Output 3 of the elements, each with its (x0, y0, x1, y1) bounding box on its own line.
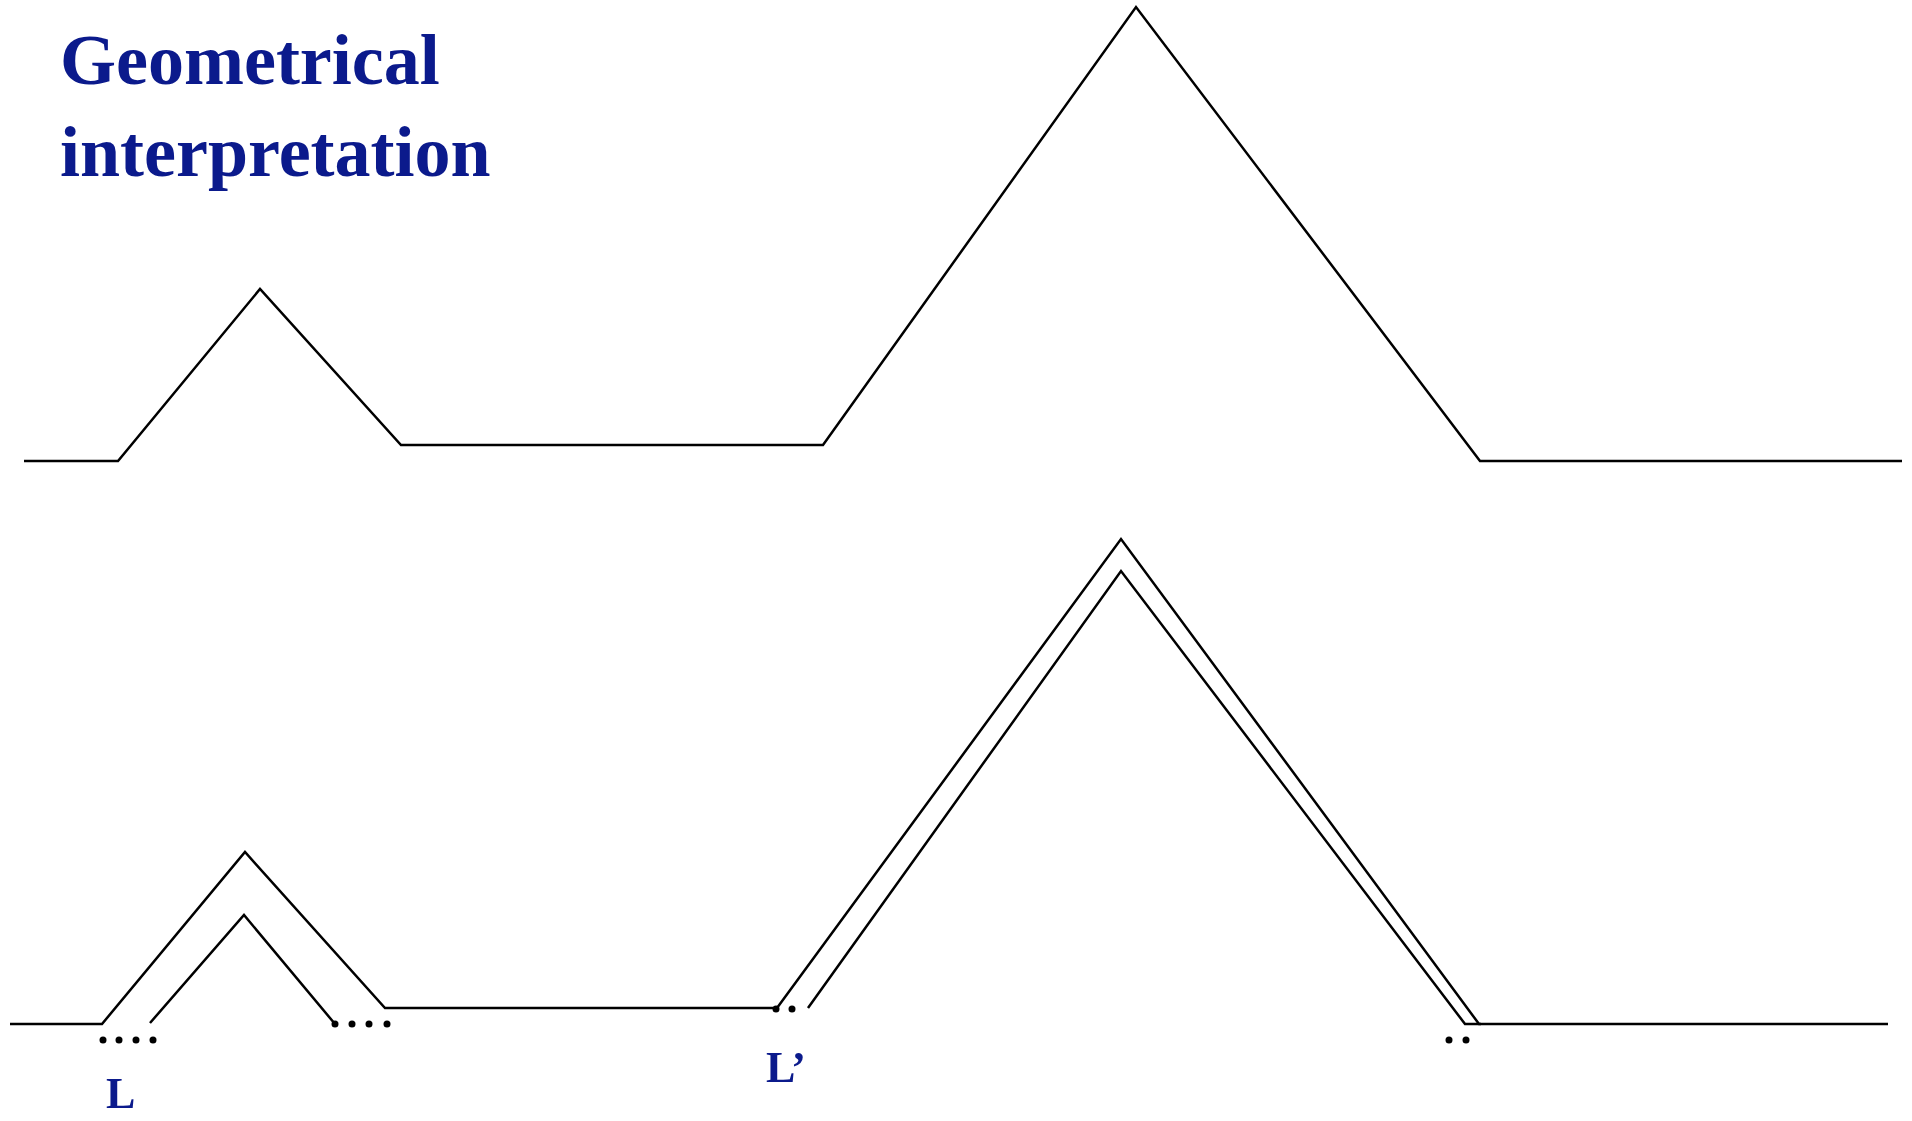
curve-label: L (106, 1070, 136, 1118)
title: Geometrical interpretation (60, 19, 492, 194)
curve-label: L’ (766, 1044, 806, 1092)
